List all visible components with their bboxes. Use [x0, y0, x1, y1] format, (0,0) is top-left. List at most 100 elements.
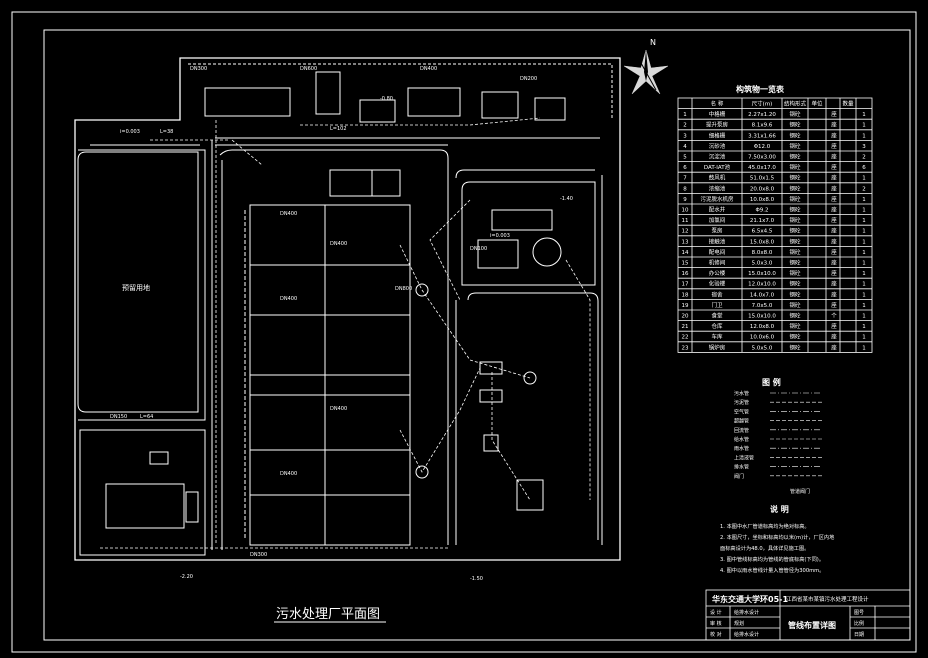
- legend-item-label: 污泥管: [734, 399, 749, 406]
- table-cell: 沉砂池: [709, 142, 726, 150]
- table-cell: 7.0x5.0: [752, 303, 773, 309]
- legend-title: 图 例: [762, 377, 781, 387]
- table-cell: 2: [862, 186, 866, 192]
- table-cell: 1: [862, 335, 866, 341]
- pipe-label: DN100: [470, 246, 487, 252]
- title-block-label: 审 核: [710, 620, 722, 627]
- table-cell: 座: [831, 280, 837, 288]
- table-row-number: 9: [683, 197, 687, 203]
- table-header-cell: 数量: [842, 100, 854, 108]
- title-block-meta-label: 图号: [854, 610, 864, 616]
- table-cell: 1: [862, 218, 866, 224]
- table-cell: 15.0x10.0: [748, 314, 776, 320]
- table-cell: 5.0x5.0: [752, 345, 773, 351]
- table-cell: 座: [831, 301, 837, 309]
- table-cell: 钢砼: [789, 237, 801, 245]
- table-cell: 座: [831, 333, 837, 341]
- table-cell: 1: [862, 303, 866, 309]
- pipe-label: i=0.003: [120, 129, 140, 135]
- table-row-number: 8: [683, 186, 687, 192]
- table-cell: 门卫: [711, 301, 723, 309]
- title-block: [705, 589, 911, 641]
- table-cell: 8.1x9.6: [752, 123, 773, 129]
- table-cell: 钢砼: [789, 301, 801, 309]
- legend-item-label: 给水管: [734, 436, 749, 443]
- table-cell: 鼓风机: [709, 174, 726, 182]
- table-cell: 钢砼: [789, 195, 801, 203]
- table-cell: 15.0x8.0: [750, 239, 775, 245]
- table-cell: 10.0x8.0: [750, 197, 775, 203]
- table-cell: 1: [862, 239, 866, 245]
- table-cell: 座: [831, 216, 837, 224]
- table-cell: 1: [862, 112, 866, 118]
- table-cell: 12.0x8.0: [750, 324, 775, 330]
- note-line: 面标高设计为48.0，具体详见施工图。: [720, 544, 809, 552]
- table-cell: 钢砼: [789, 142, 801, 150]
- table-cell: 14.0x7.0: [750, 292, 775, 298]
- table-cell: 钢砼: [789, 290, 801, 298]
- table-row-number: 22: [682, 335, 689, 341]
- table-cell: 1: [862, 271, 866, 277]
- title-block-drawing-name: 管线布置详图: [788, 620, 836, 630]
- table-row-number: 11: [682, 218, 689, 224]
- table-cell: DAT-IAT池: [704, 163, 731, 171]
- pipe-label: DN400: [330, 241, 347, 247]
- pipe-annotations: DN300 DN600 DN400 DN200 DN400 DN400 DN40…: [110, 66, 573, 582]
- table-cell: 座: [831, 206, 837, 214]
- table-cell: 座: [831, 322, 837, 330]
- table-cell: 接触池: [709, 237, 726, 245]
- pipe-label: -0.80: [380, 96, 393, 102]
- table-row-number: 19: [682, 303, 689, 309]
- table-cell: 2: [862, 155, 866, 161]
- table-cell: 沉淀池: [709, 153, 726, 161]
- table-row-number: 23: [682, 345, 689, 351]
- pipe-label: DN400: [280, 296, 297, 302]
- table-cell: 3.31x1.66: [748, 133, 776, 139]
- table-cell: 1: [862, 176, 866, 182]
- pipe-label: DN800: [395, 286, 412, 292]
- table-cell: 钢砼: [789, 184, 801, 192]
- table-cell: 钢砼: [789, 280, 801, 288]
- pipe-label: -2.20: [180, 574, 193, 580]
- table-cell: 座: [831, 110, 837, 118]
- pipe-label: DN200: [520, 76, 537, 82]
- table-cell: 51.0x1.5: [750, 176, 775, 182]
- table-cell: 1: [862, 250, 866, 256]
- table-cell: Φ9.2: [755, 208, 768, 214]
- table-cell: 食堂: [711, 312, 723, 320]
- table-cell: 1: [862, 133, 866, 139]
- table-cell: 1: [862, 208, 866, 214]
- pipe-label: DN600: [300, 66, 317, 72]
- pipe-label: DN400: [280, 471, 297, 477]
- table-cell: 钢砼: [789, 153, 801, 161]
- title-block-value: 给排水设计: [734, 631, 759, 638]
- table-cell: 钢砼: [789, 227, 801, 235]
- table-row-number: 2: [683, 123, 687, 129]
- table-cell: 1: [862, 282, 866, 288]
- table-row-number: 6: [683, 165, 687, 171]
- title-block-meta-label: 比例: [854, 620, 864, 627]
- table-cell: 锅炉房: [709, 343, 726, 351]
- table-row-number: 13: [682, 239, 689, 245]
- drawing-frame: [11, 11, 917, 653]
- table-cell: 钢砼: [789, 333, 801, 341]
- title-block-value: 规划: [734, 620, 744, 627]
- table-cell: 钢砼: [789, 248, 801, 256]
- table-cell: 座: [831, 248, 837, 256]
- table-cell: 仓库: [711, 322, 723, 330]
- table-cell: 钢砼: [789, 312, 801, 320]
- table-cell: 10.0x6.0: [750, 335, 775, 341]
- table-cell: 加氯间: [709, 216, 726, 224]
- table-cell: 座: [831, 237, 837, 245]
- table-cell: 12.0x10.0: [748, 282, 776, 288]
- table-cell: 座: [831, 184, 837, 192]
- legend-item-label: 空气管: [734, 408, 749, 415]
- table-cell: 1: [862, 123, 866, 129]
- table-cell: 座: [831, 131, 837, 139]
- table-cell: 1: [862, 314, 866, 320]
- table-row-number: 16: [682, 271, 689, 277]
- pipe-network: [100, 117, 591, 549]
- pipe-label: -1.40: [560, 196, 573, 202]
- table-cell: 提升泵房: [706, 121, 729, 129]
